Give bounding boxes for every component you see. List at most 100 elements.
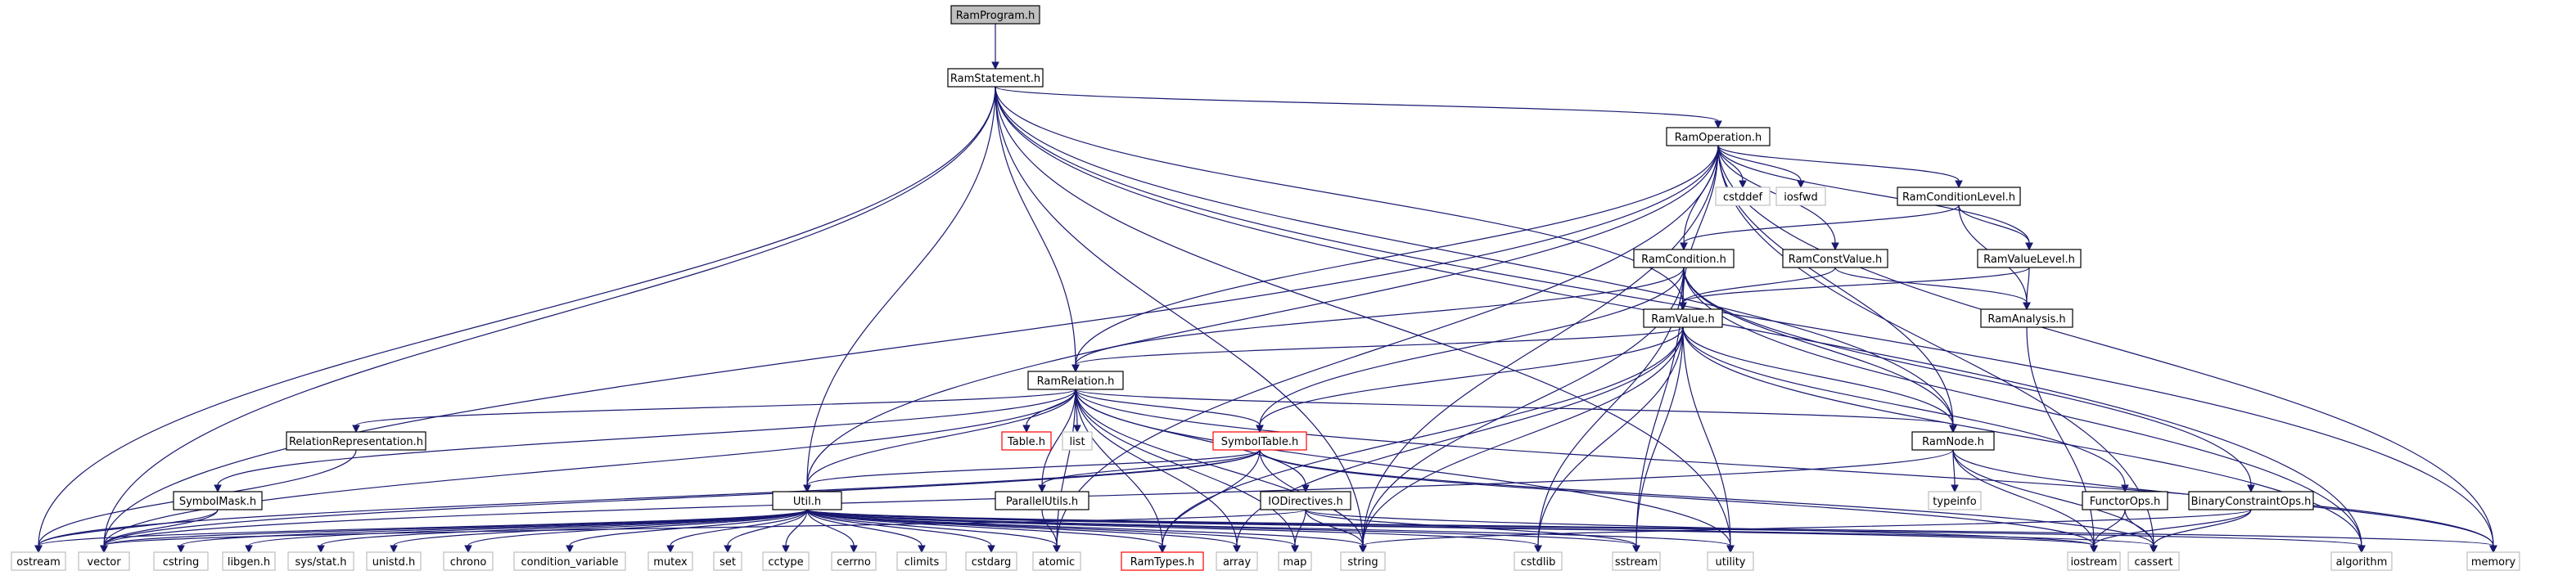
node-ramconstvalue-h[interactable]: RamConstValue.h: [1782, 249, 1888, 268]
node-box: [2188, 491, 2314, 510]
node-ramstatement-h[interactable]: RamStatement.h: [947, 68, 1044, 88]
node-box: [2466, 551, 2520, 571]
node-table-h[interactable]: Table.h: [1001, 431, 1052, 451]
node-ramtypes-h[interactable]: RamTypes.h: [1121, 551, 1204, 571]
node-label: cassert: [2134, 556, 2172, 569]
node-ramnode-h[interactable]: RamNode.h: [1911, 431, 1995, 451]
edge-RamRelation_h-to-SymbolMask_h: [217, 389, 1076, 486]
edge-RamStatement_h-to-string: [995, 86, 1364, 546]
edge-arrowhead: [2090, 545, 2098, 554]
edge-arrowhead: [1053, 545, 1061, 554]
node-label: cstdlib: [1521, 556, 1556, 569]
edge-RamStatement_h-to-RamOperation_h: [995, 86, 1719, 122]
node-set: set: [713, 551, 742, 571]
edge-arrowhead: [352, 425, 360, 434]
edge-arrowhead: [991, 61, 999, 70]
node-box: [1027, 371, 1124, 390]
edge-RamOperation_h-to-RamValueLevel_h: [1717, 145, 2030, 244]
node-ramrelation-h[interactable]: RamRelation.h: [1027, 371, 1124, 390]
edge-RamRelation_h-to-vector: [103, 389, 1076, 546]
node-mutex: mutex: [647, 551, 693, 571]
edge-arrowhead: [1022, 425, 1031, 434]
edge-Util_h-to-sys_stat_h: [320, 509, 808, 546]
edge-IODirectives_h-to-map: [1294, 509, 1306, 546]
node-label: RamConstValue.h: [1789, 254, 1883, 266]
node-box: [965, 551, 1017, 571]
node-box: [1121, 551, 1204, 571]
edge-arrowhead: [1951, 484, 1959, 493]
node-ramprogram-h[interactable]: RamProgram.h: [950, 5, 1040, 25]
edge-arrowhead: [1158, 545, 1166, 554]
node-parallelutils-h[interactable]: ParallelUtils.h: [995, 491, 1089, 510]
node-label: RamNode.h: [1922, 436, 1984, 448]
node-label: sstream: [1615, 556, 1658, 569]
node-binaryconstraintops-h[interactable]: BinaryConstraintOps.h: [2188, 491, 2314, 510]
node-box: [1897, 187, 2021, 206]
node-box: [366, 551, 422, 571]
node-box: [443, 551, 494, 571]
node-cstddef: cstddef: [1715, 187, 1771, 206]
edge-arrowhead: [34, 545, 43, 554]
node-label: RamValue.h: [1651, 313, 1714, 326]
edge-arrowhead: [1949, 425, 1957, 434]
node-label: cctype: [768, 556, 803, 569]
node-list: list: [1062, 431, 1093, 451]
node-label: memory: [2471, 556, 2516, 569]
node-box: [1715, 187, 1771, 206]
edge-RamOperation_h-to-iosfwd: [1717, 145, 1802, 182]
node-label: RamConditionLevel.h: [1902, 191, 2015, 204]
edge-SymbolMask_h-to-ostream: [38, 509, 219, 546]
node-label: list: [1069, 436, 1085, 448]
node-iodirectives-h[interactable]: IODirectives.h: [1260, 491, 1351, 510]
edge-arrowhead: [1256, 425, 1264, 434]
edge-SymbolTable_h-to-ostream: [38, 449, 1261, 546]
node-cstring: cstring: [153, 551, 209, 571]
node-label: RamProgram.h: [956, 10, 1035, 22]
node-box: [1633, 249, 1735, 268]
node-box: [1612, 551, 1661, 571]
edge-Util_h-to-climits: [806, 509, 923, 546]
node-ramoperation-h[interactable]: RamOperation.h: [1666, 127, 1771, 146]
edge-IODirectives_h-to-string: [1305, 509, 1364, 546]
edge-IODirectives_h-to-iostream: [1305, 509, 2095, 546]
node-condition-variable: condition_variable: [513, 551, 626, 571]
node-ramconditionlevel-h[interactable]: RamConditionLevel.h: [1897, 187, 2021, 206]
node-util-h[interactable]: Util.h: [772, 491, 842, 510]
node-label: sys/stat.h: [295, 556, 347, 569]
edge-arrowhead: [987, 545, 995, 554]
edge-RamValue_h-to-sstream: [1635, 326, 1684, 546]
node-symbolmask-h[interactable]: SymbolMask.h: [173, 491, 263, 510]
node-label: RamAnalysis.h: [1987, 313, 2065, 326]
node-box: [647, 551, 693, 571]
node-box: [1062, 431, 1093, 451]
node-ramvaluelevel-h[interactable]: RamValueLevel.h: [1977, 249, 2082, 268]
node-label: BinaryConstraintOps.h: [2191, 496, 2312, 508]
node-ramcondition-h[interactable]: RamCondition.h: [1633, 249, 1735, 268]
edge-RamValue_h-to-SymbolTable_h: [1259, 326, 1684, 426]
edge-RamStatement_h-to-RamRelation_h: [995, 86, 1076, 366]
node-label: atomic: [1039, 556, 1075, 569]
edge-RamRelation_h-to-memory: [1075, 389, 2494, 546]
node-array: array: [1216, 551, 1258, 571]
edge-RamStatement_h-to-RamValue_h: [995, 86, 1684, 303]
node-unistd-h: unistd.h: [366, 551, 422, 571]
node-ostream: ostream: [11, 551, 66, 571]
edge-RamValue_h-to-string: [1362, 326, 1684, 546]
edge-FunctorOps_h-to-cassert: [2124, 509, 2154, 546]
edge-RamRelation_h-to-ParallelUtils_h: [1041, 389, 1076, 486]
edge-RamRelation_h-to-Util_h: [806, 389, 1076, 486]
node-label: libgen.h: [228, 556, 270, 569]
node-ramvalue-h[interactable]: RamValue.h: [1643, 308, 1723, 328]
node-functorops-h[interactable]: FunctorOps.h: [2082, 491, 2168, 510]
edge-arrowhead: [1739, 180, 1747, 189]
node-ramanalysis-h[interactable]: RamAnalysis.h: [1980, 308, 2073, 328]
node-box: [173, 491, 263, 510]
node-sstream: sstream: [1612, 551, 1661, 571]
edge-RamConstValue_h-to-RamValue_h: [1682, 267, 1836, 303]
node-symboltable-h[interactable]: SymbolTable.h: [1212, 431, 1307, 451]
node-relationrepresentation-h[interactable]: RelationRepresentation.h: [286, 431, 426, 451]
edge-arrowhead: [1302, 484, 1310, 493]
edge-RamValueLevel_h-to-RamValue_h: [1682, 267, 2030, 303]
edge-RamCondition_h-to-SymbolTable_h: [1259, 267, 1685, 426]
node-vector: vector: [78, 551, 130, 571]
